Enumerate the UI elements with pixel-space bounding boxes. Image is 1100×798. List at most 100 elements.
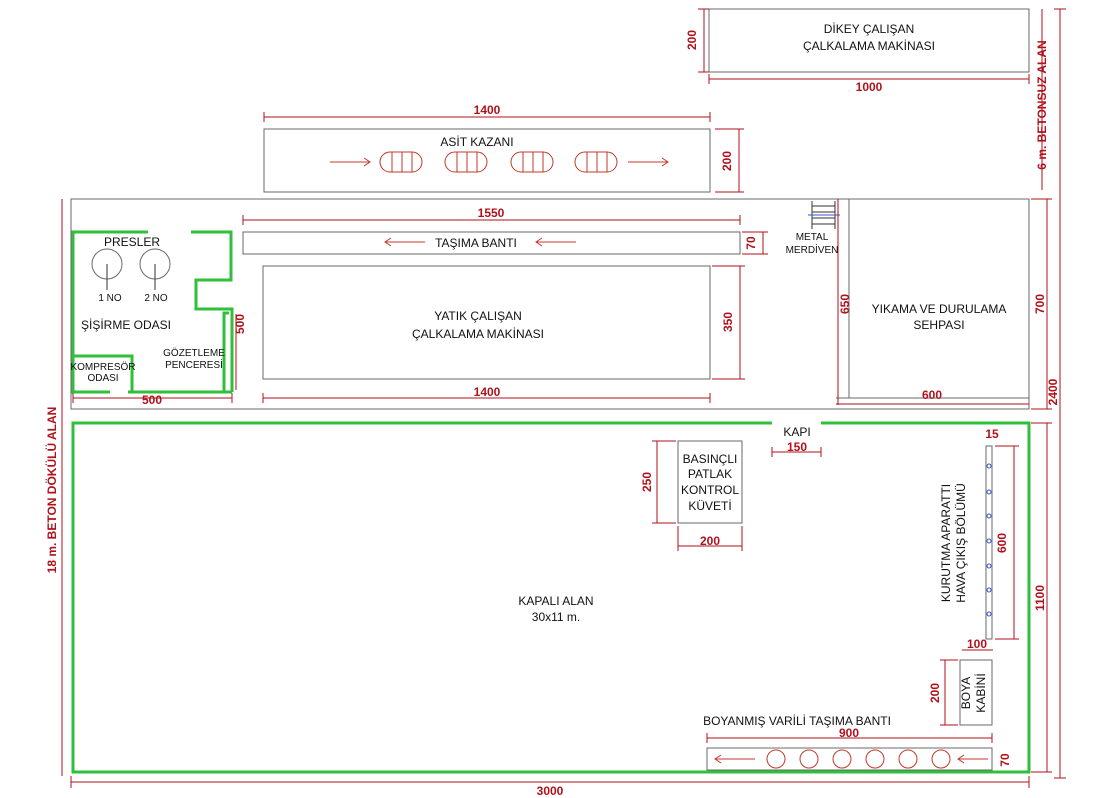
yikama-height-dim: 650 [837,199,852,405]
kapi-width-dim: 150 [771,440,822,457]
kompresor-wall [73,354,134,392]
asit-drums [379,151,618,173]
tasima-height-dim: 70 [742,231,768,255]
kurutma-nozzles [986,463,992,617]
basincli-label-1: BASINÇLI [683,452,738,466]
basincli-kuvet-box [677,440,743,524]
boyanmis-label: BOYANMIŞ VARİLİ TAŞIMA BANTI [703,714,891,728]
tasima-label: TAŞIMA BANTI [435,236,517,250]
asit-label: ASİT KAZANI [440,135,513,149]
boyanmis-width-dim: 900 [706,726,993,743]
yatik-label-2: ÇALKALAMA MAKİNASI [412,327,544,341]
svg-text:350: 350 [721,312,735,332]
svg-text:250: 250 [640,472,654,492]
tasima-arrows [384,237,576,247]
kurutma-bar [985,445,993,640]
stairs-icon [808,201,840,229]
basincli-label-3: KONTROL [681,483,739,497]
dikey-machine-box [708,8,1030,73]
svg-text:200: 200 [700,534,720,548]
svg-text:150: 150 [787,440,807,454]
basincli-label-2: PATLAK [688,467,732,481]
press-1-label: 1 NO [98,293,122,304]
kompresor-label-2: ODASI [87,373,118,384]
svg-text:200: 200 [685,30,699,50]
svg-text:3000: 3000 [537,784,564,798]
gozetleme-window-wall [222,311,229,392]
svg-text:500: 500 [142,393,162,407]
kapali-label-2: 30x11 m. [532,610,580,624]
kompresor-label-1: KOMPRESÖR [70,361,135,373]
boyanmis-arrows [714,754,988,764]
svg-text:700: 700 [1033,294,1047,314]
svg-text:70: 70 [744,236,758,250]
drum-icon [444,151,488,173]
sisirme-wall-right [191,230,234,392]
kuvet-height-dim: 250 [640,440,676,524]
drum-icon [379,151,423,173]
dikey-width-dim: 1000 [708,74,1030,94]
drum-icon [510,151,554,173]
boyanmis-height-dim: 70 [998,753,1012,767]
tasima-banti-box [242,231,741,255]
kapali-label-1: KAPALI ALAN [518,594,593,608]
svg-text:900: 900 [839,726,859,740]
svg-text:200: 200 [928,683,942,703]
press-2-label: 2 NO [144,293,168,304]
yikama-label-2: SEHPASI [913,318,964,332]
boya-kabini-box [959,659,993,726]
sisirme-label: ŞİŞİRME ODASI [81,318,171,332]
yatik-width-dim: 1400 [262,385,711,403]
gozetleme-label-2: PENCERESİ [165,358,223,371]
svg-text:600: 600 [922,388,942,402]
kurutma-width-dim: 15 [985,427,999,441]
kurutma-label-1: KURUTMA APARATTI [939,484,953,602]
yatik-label-1: YATIK ÇALIŞAN [434,309,522,323]
betonsuz-alan-dim: 6 m. BETONSUZ ALAN [1035,9,1049,190]
drum-icon [832,749,852,769]
svg-text:1550: 1550 [478,206,505,220]
drum-icon [574,151,618,173]
gozetleme-label-1: GÖZETLEME [163,347,225,359]
boya-height-dim: 200 [928,659,958,726]
svg-text:200: 200 [720,151,734,171]
svg-text:1000: 1000 [856,80,883,94]
kuvet-width-dim: 200 [677,526,743,551]
boya-label-2: KABİNİ [974,673,988,712]
beton-dokulu-label: 18 m. BETON DÖKÜLÜ ALAN [44,407,59,574]
yikama-label-1: YIKAMA VE DURULAMA [872,302,1007,316]
svg-text:1400: 1400 [474,385,501,399]
svg-text:1400: 1400 [474,103,501,117]
svg-text:2400: 2400 [1046,378,1060,405]
kurutma-height-dim: 600 [995,445,1019,640]
upper-building-outline [70,198,1030,410]
dikey-label-1: DİKEY ÇALIŞAN [824,22,914,36]
betonsuz-label: 6 m. BETONSUZ ALAN [1035,40,1049,169]
right-lower-dim: 1100 [1031,422,1052,773]
asit-width-dim: 1400 [263,103,711,122]
asit-height-dim: 200 [715,128,744,193]
metal-label: METAL [796,232,829,243]
presler-label: PRESLER [104,235,160,249]
kurutma-label-2: HAVA ÇIKIŞ BÖLÜMÜ [954,483,968,603]
sisirme-height-dim: 500 [233,314,247,390]
kurutma-bottom-dim: 100 [967,637,987,651]
beton-dokulu-alan-dim: 18 m. BETON DÖKÜLÜ ALAN [44,199,63,776]
svg-text:500: 500 [233,314,247,334]
svg-text:650: 650 [838,294,852,314]
boyanmis-band-box [706,747,993,771]
basincli-label-4: KÜVETİ [688,499,731,513]
tasima-width-dim: 1550 [242,206,741,225]
asit-flow-arrows [330,157,669,167]
total-width-dim: 3000 [70,776,1030,798]
drum-icon [799,749,819,769]
yikama-width-dim: 600 [836,388,1029,405]
svg-text:600: 600 [995,533,1009,553]
right-upper-dim: 700 [1031,198,1052,410]
drum-icon [931,749,951,769]
dikey-label-2: ÇALKALAMA MAKİNASI [803,39,935,53]
drum-icon [766,749,786,769]
right-total-dim: 2400 [1046,8,1066,779]
sisirme-wall-left [71,230,148,394]
drum-icon [898,749,918,769]
